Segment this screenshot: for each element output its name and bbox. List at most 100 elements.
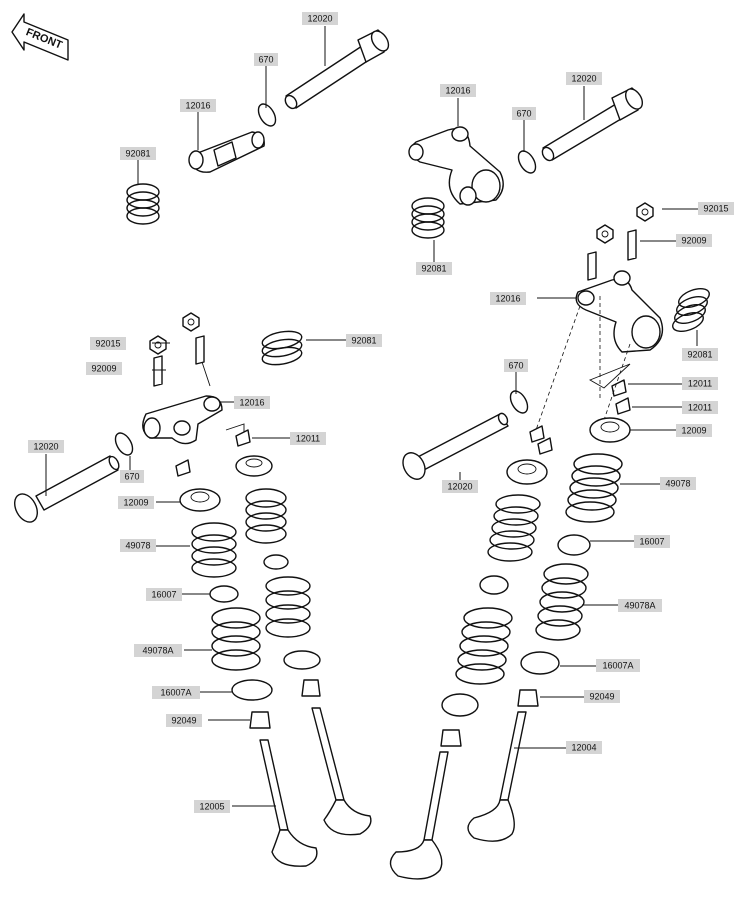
part-label-49078-left: 49078 (120, 539, 156, 552)
rocker-shaft-top-left (284, 29, 390, 110)
part-label-text: 92015 (703, 204, 728, 214)
part-label-92049-right: 92049 (584, 690, 620, 703)
part-label-49078a-left: 49078A (134, 644, 182, 657)
spring-seat-a-left (231, 679, 273, 701)
part-label-text: 92081 (687, 350, 712, 360)
part-label-12004-right: 12004 (566, 741, 602, 754)
outer-spring-right (565, 453, 623, 523)
part-label-text: 92081 (351, 336, 376, 346)
part-label-12020-top-right: 12020 (566, 72, 602, 85)
spring-seat-center (479, 575, 509, 595)
cotter-left-1 (175, 459, 191, 477)
adjusting-screw-right (587, 229, 637, 281)
cotter-right-1 (611, 379, 627, 397)
adjusting-screw-left (153, 335, 205, 387)
part-label-text: 12016 (239, 398, 264, 408)
part-label-text: 12009 (681, 426, 706, 436)
spring-seat-a-right (520, 651, 560, 675)
part-label-text: 49078A (624, 601, 655, 611)
valve-left (259, 739, 318, 867)
part-label-92081-right: 92081 (682, 348, 718, 361)
spring-seat-right (557, 534, 591, 556)
part-label-text: 92049 (171, 716, 196, 726)
o-ring-top-right (517, 150, 537, 174)
part-label-text: 12016 (495, 294, 520, 304)
part-label-text: 12020 (33, 442, 58, 452)
part-label-text: 12016 (445, 86, 470, 96)
part-label-12009-right: 12009 (676, 424, 712, 437)
part-label-16007a-right: 16007A (596, 659, 640, 672)
part-label-12009-left: 12009 (118, 496, 154, 509)
part-label-12020-mid-right: 12020 (442, 480, 478, 493)
rocker-shaft-mid-right (402, 412, 509, 480)
spring-top-right (411, 197, 445, 239)
part-label-text: 12011 (688, 403, 712, 413)
cotter-right-4 (537, 437, 553, 455)
valve-left-inner (311, 707, 372, 836)
part-label-92081-mid-right: 92081 (416, 262, 452, 275)
part-label-text: 16007A (160, 688, 191, 698)
part-label-text: 12004 (571, 743, 596, 753)
part-label-text: 12020 (447, 482, 472, 492)
valve-seal-left (249, 711, 271, 729)
part-label-12020-top-left: 12020 (302, 12, 338, 25)
inner-spring-left (211, 607, 261, 671)
part-label-text: 92081 (125, 149, 150, 159)
part-label-text: 92009 (91, 364, 116, 374)
part-label-670-left: 670 (120, 470, 144, 483)
part-label-12011-right-upper: 12011 (682, 377, 718, 390)
part-label-92015-left: 92015 (90, 337, 126, 350)
part-label-text: 12009 (123, 498, 148, 508)
rocker-arm-top-left (188, 131, 265, 173)
part-label-text: 49078 (665, 479, 690, 489)
o-ring-mid-right (509, 390, 529, 414)
valve-right (467, 711, 527, 842)
rocker-arm-left (142, 395, 223, 445)
valve-seal-left-inner (301, 679, 321, 697)
spring-seat-a-left-inner (283, 650, 321, 670)
part-label-12005-left: 12005 (194, 800, 230, 813)
part-label-text: 670 (124, 472, 139, 482)
part-label-49078-right: 49078 (660, 477, 696, 490)
part-label-text: 16007 (639, 537, 664, 547)
outer-spring-left (191, 522, 237, 578)
o-ring-left (114, 432, 134, 456)
part-label-92049-left: 92049 (166, 714, 202, 727)
spring-seat-a-center (441, 693, 479, 717)
part-label-92009-right: 92009 (676, 234, 712, 247)
part-label-12016-top-right: 12016 (440, 84, 476, 97)
part-label-text: 49078 (125, 541, 150, 551)
part-label-12016-right: 12016 (490, 292, 526, 305)
part-label-text: 12011 (688, 379, 712, 389)
spring-seat-left-inner (263, 554, 289, 570)
part-label-12011-left: 12011 (290, 432, 326, 445)
rocker-arm-right (575, 270, 664, 353)
spring-seat-left (209, 585, 239, 603)
part-label-text: 670 (258, 55, 273, 65)
valve-center (389, 751, 449, 880)
spring-right (672, 288, 710, 332)
part-label-92081-left: 92081 (346, 334, 382, 347)
leader-lines (45, 26, 698, 807)
part-label-92081-top-left: 92081 (120, 147, 156, 160)
part-label-text: 92049 (589, 692, 614, 702)
part-label-text: 16007 (151, 590, 176, 600)
part-label-670-top-right: 670 (512, 107, 536, 120)
part-label-text: 12005 (199, 802, 224, 812)
part-label-16007-right: 16007 (634, 535, 670, 548)
part-label-text: 12011 (296, 434, 320, 444)
outer-spring-center (487, 494, 541, 562)
valve-seal-center (440, 729, 462, 747)
part-label-12016-top-left: 12016 (180, 99, 216, 112)
part-label-12011-right-lower: 12011 (682, 401, 718, 414)
part-label-text: 49078A (142, 646, 173, 656)
valve-seal-right (517, 689, 539, 707)
part-label-text: 12020 (307, 14, 332, 24)
cotter-right-3 (529, 425, 545, 443)
nut-right-second (596, 224, 614, 244)
retainer-left-inner (235, 455, 273, 477)
part-label-text: 92015 (95, 339, 120, 349)
outer-spring-left-inner (245, 488, 287, 544)
